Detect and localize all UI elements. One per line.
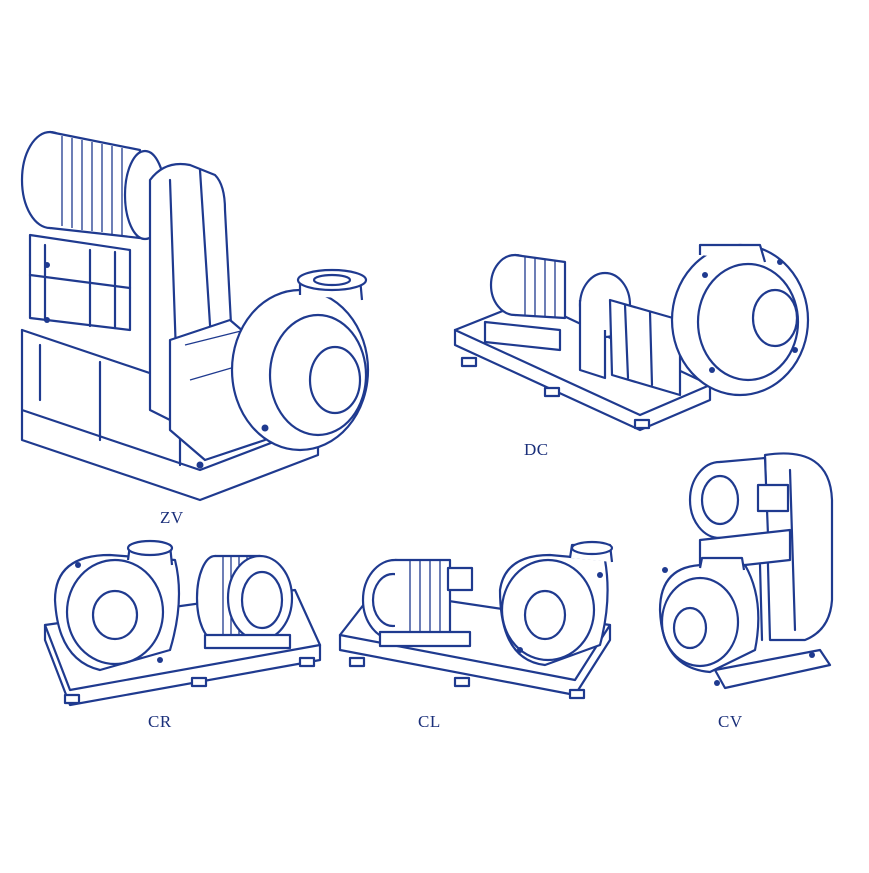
cr-pump-drawing	[43, 539, 322, 707]
zv-label: ZV	[160, 508, 184, 527]
dc-pump-drawing	[453, 243, 810, 432]
dc-label: DC	[524, 440, 549, 459]
cv-label: CV	[718, 712, 743, 731]
cr-label: CR	[148, 712, 172, 731]
cv-pump-drawing	[658, 452, 834, 690]
zv-pump-drawing	[20, 130, 370, 502]
cl-label: CL	[418, 712, 441, 731]
cl-pump-drawing	[338, 540, 614, 700]
